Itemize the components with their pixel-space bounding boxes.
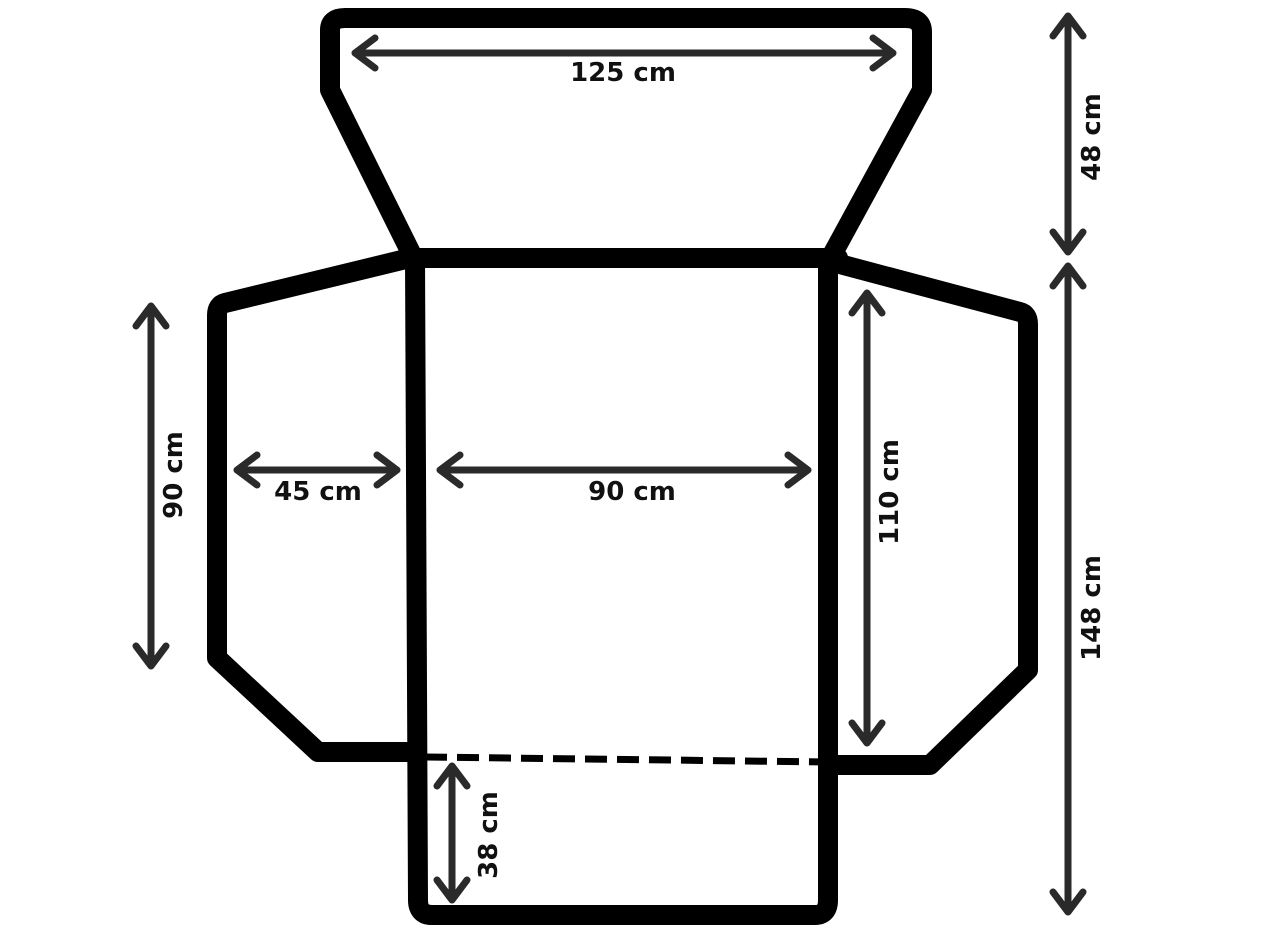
label-seat-width: 90 cm (588, 477, 676, 507)
label-front-height: 38 cm (474, 791, 504, 879)
left-armrest-panel (207, 248, 420, 762)
arrow-top-width (351, 34, 897, 72)
arrow-seat-width (436, 451, 812, 489)
label-left-flap-height: 90 cm (159, 431, 189, 519)
label-top-height: 48 cm (1077, 93, 1107, 181)
arrow-left-flap-width (233, 451, 401, 489)
label-right-flap-height: 110 cm (875, 439, 905, 545)
label-left-flap-width: 45 cm (274, 477, 362, 507)
arrow-left-flap-height (132, 302, 170, 670)
backrest-panel (320, 8, 932, 265)
arrow-top-height (1049, 12, 1087, 256)
seat-panel (395, 248, 848, 925)
fold-line (424, 753, 829, 766)
arrow-right-flap-height (848, 289, 886, 747)
label-total-height: 148 cm (1077, 555, 1107, 661)
right-armrest-panel (822, 252, 1038, 775)
arrow-total-height (1049, 262, 1087, 916)
label-top-width: 125 cm (570, 58, 676, 88)
arrow-front-height (433, 762, 471, 904)
